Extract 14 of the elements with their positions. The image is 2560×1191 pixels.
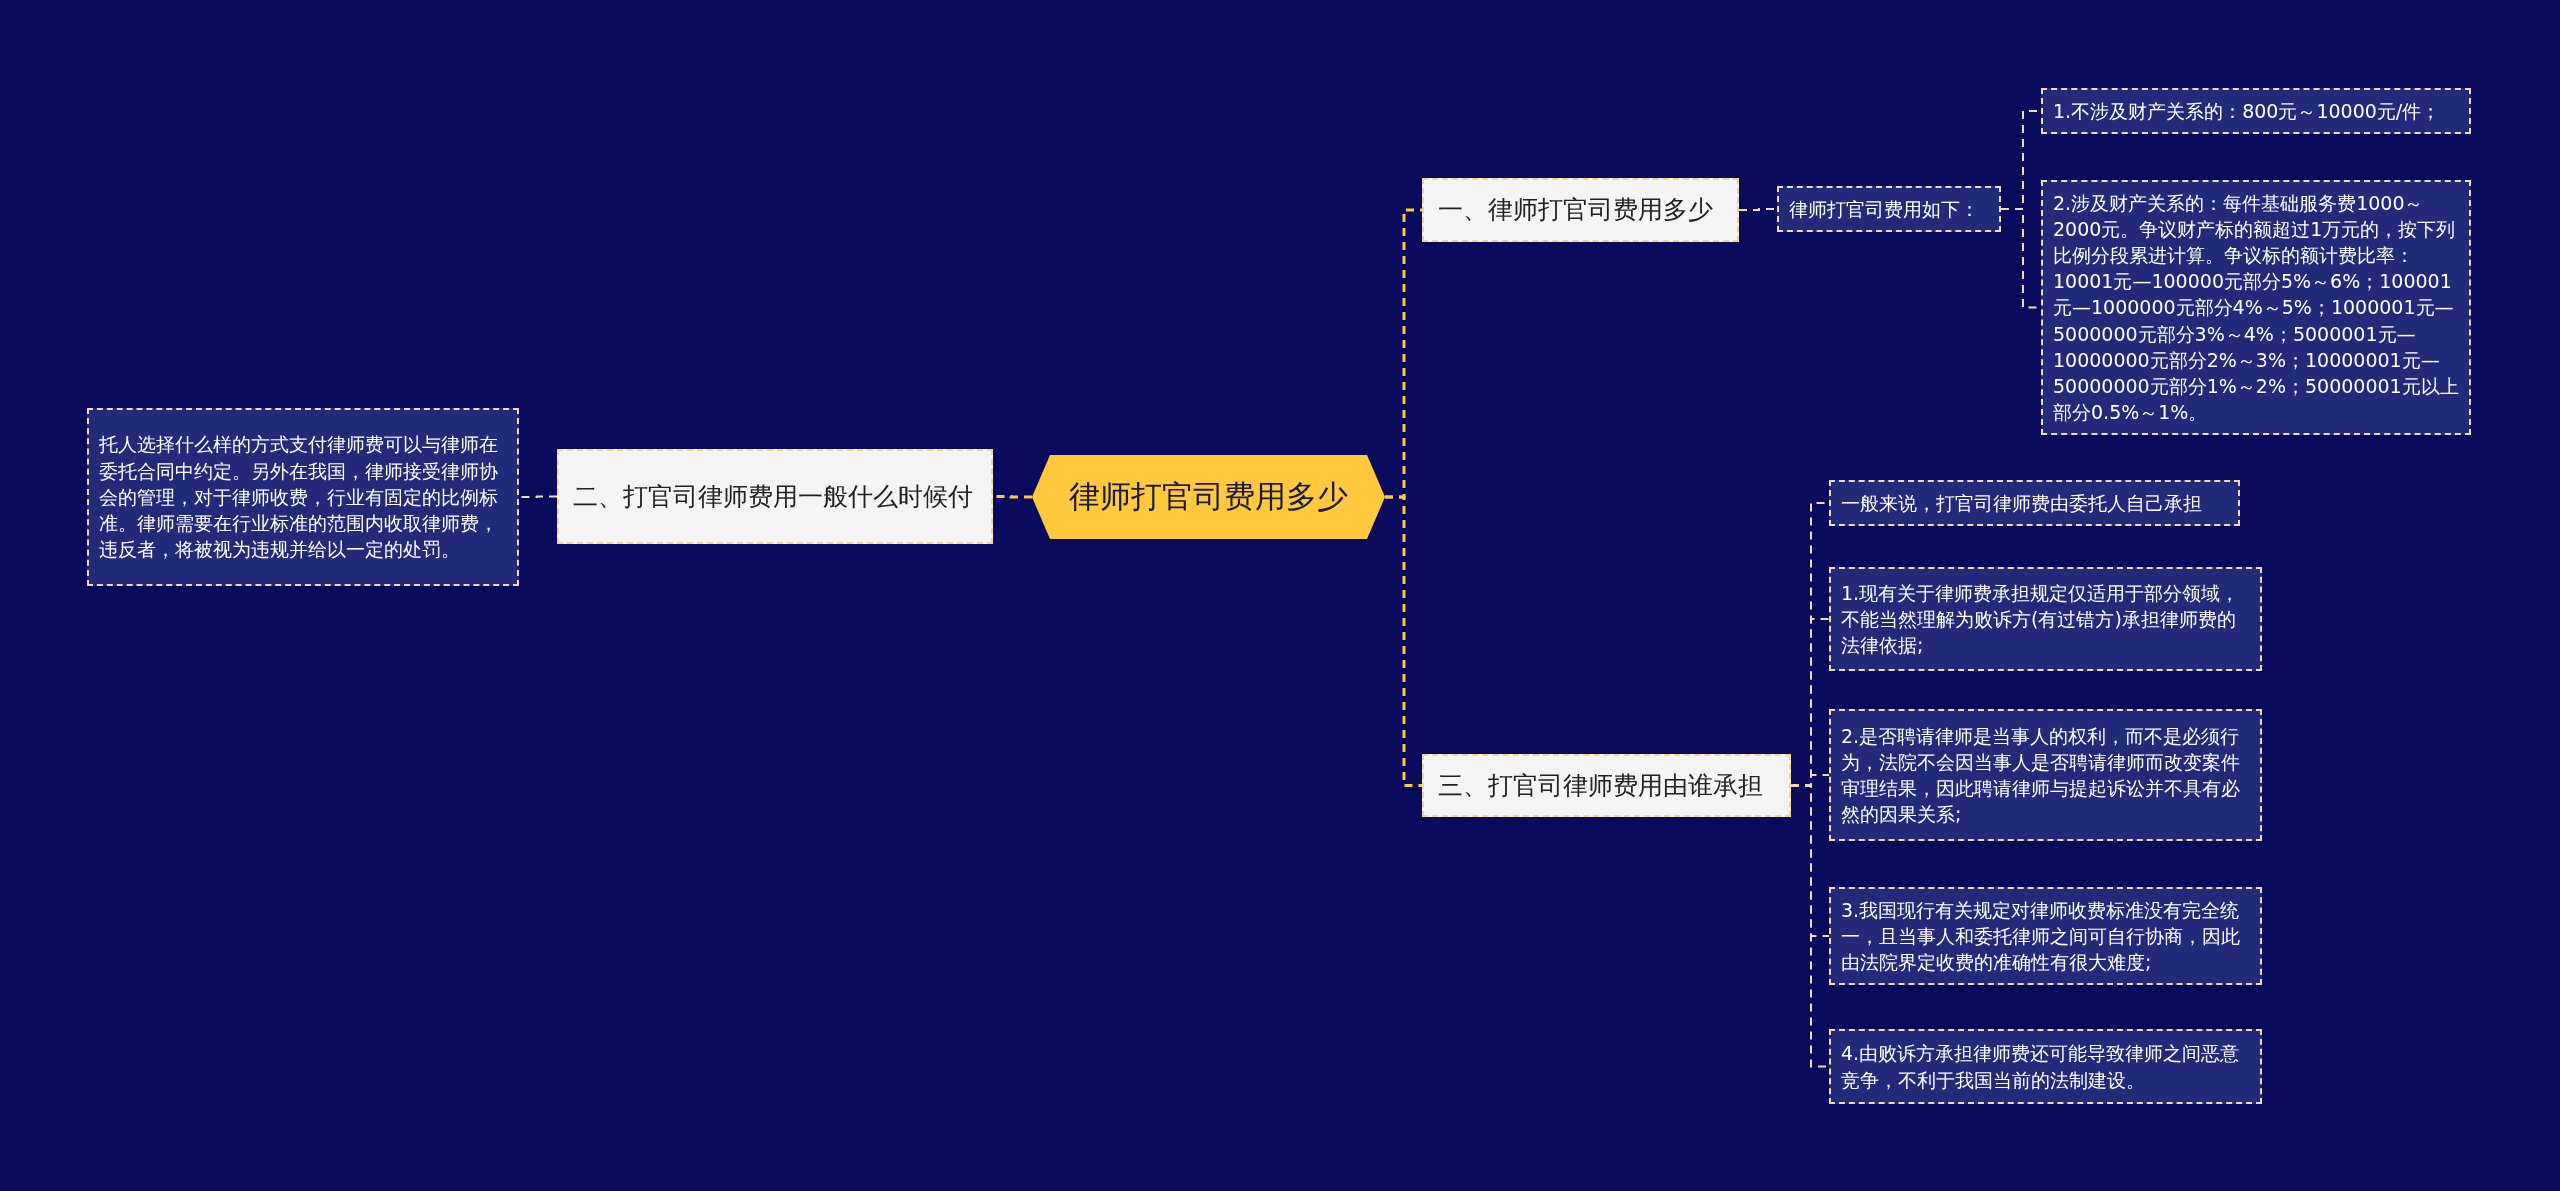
note-box: 一般来说，打官司律师费由委托人自己承担 xyxy=(1829,480,2240,526)
topic-box: 三、打官司律师费用由谁承担 xyxy=(1422,754,1791,817)
topic-box: 一、律师打官司费用多少 xyxy=(1422,178,1739,242)
note-box: 托人选择什么样的方式支付律师费可以与律师在委托合同中约定。另外在我国，律师接受律师协会的管理，对于律师收费，行业有固定的比例标准。律师需要在行业标准的范围内收取律师费，违反者，将被视为违规并给以一定的处罚。 xyxy=(87,408,519,586)
note-box: 2.涉及财产关系的：每件基础服务费1000～2000元。争议财产标的额超过1万元的，按下列比例分段累进计算。争议标的额计费比率：10001元—100000元部分5%～6%；100001元—1000000元部分4%～5%；1000001元—5000000元部分3%～4%；5000001元—10000000元部分2%～3%；10000001元—50000000元部分1%～2%；50000001元以上部分0.5%～1%。 xyxy=(2041,180,2471,435)
note-box: 1.现有关于律师费承担规定仅适用于部分领域，不能当然理解为败诉方(有过错方)承担律师费的法律依据; xyxy=(1829,567,2262,671)
note-box: 4.由败诉方承担律师费还可能导致律师之间恶意竞争，不利于我国当前的法制建设。 xyxy=(1829,1029,2262,1104)
note-box: 律师打官司费用如下： xyxy=(1777,186,2001,232)
note-box: 3.我国现行有关规定对律师收费标准没有完全统一，且当事人和委托律师之间可自行协商，因此由法院界定收费的准确性有很大难度; xyxy=(1829,887,2262,985)
central-topic: 律师打官司费用多少 xyxy=(1069,477,1348,516)
note-box: 1.不涉及财产关系的：800元～10000元/件； xyxy=(2041,88,2471,134)
note-box: 2.是否聘请律师是当事人的权利，而不是必须行为，法院不会因当事人是否聘请律师而改变案件审理结果，因此聘请律师与提起诉讼并不具有必然的因果关系; xyxy=(1829,709,2262,841)
connector-line xyxy=(1385,495,1422,787)
topic-box: 二、打官司律师费用一般什么时候付 xyxy=(557,449,993,544)
